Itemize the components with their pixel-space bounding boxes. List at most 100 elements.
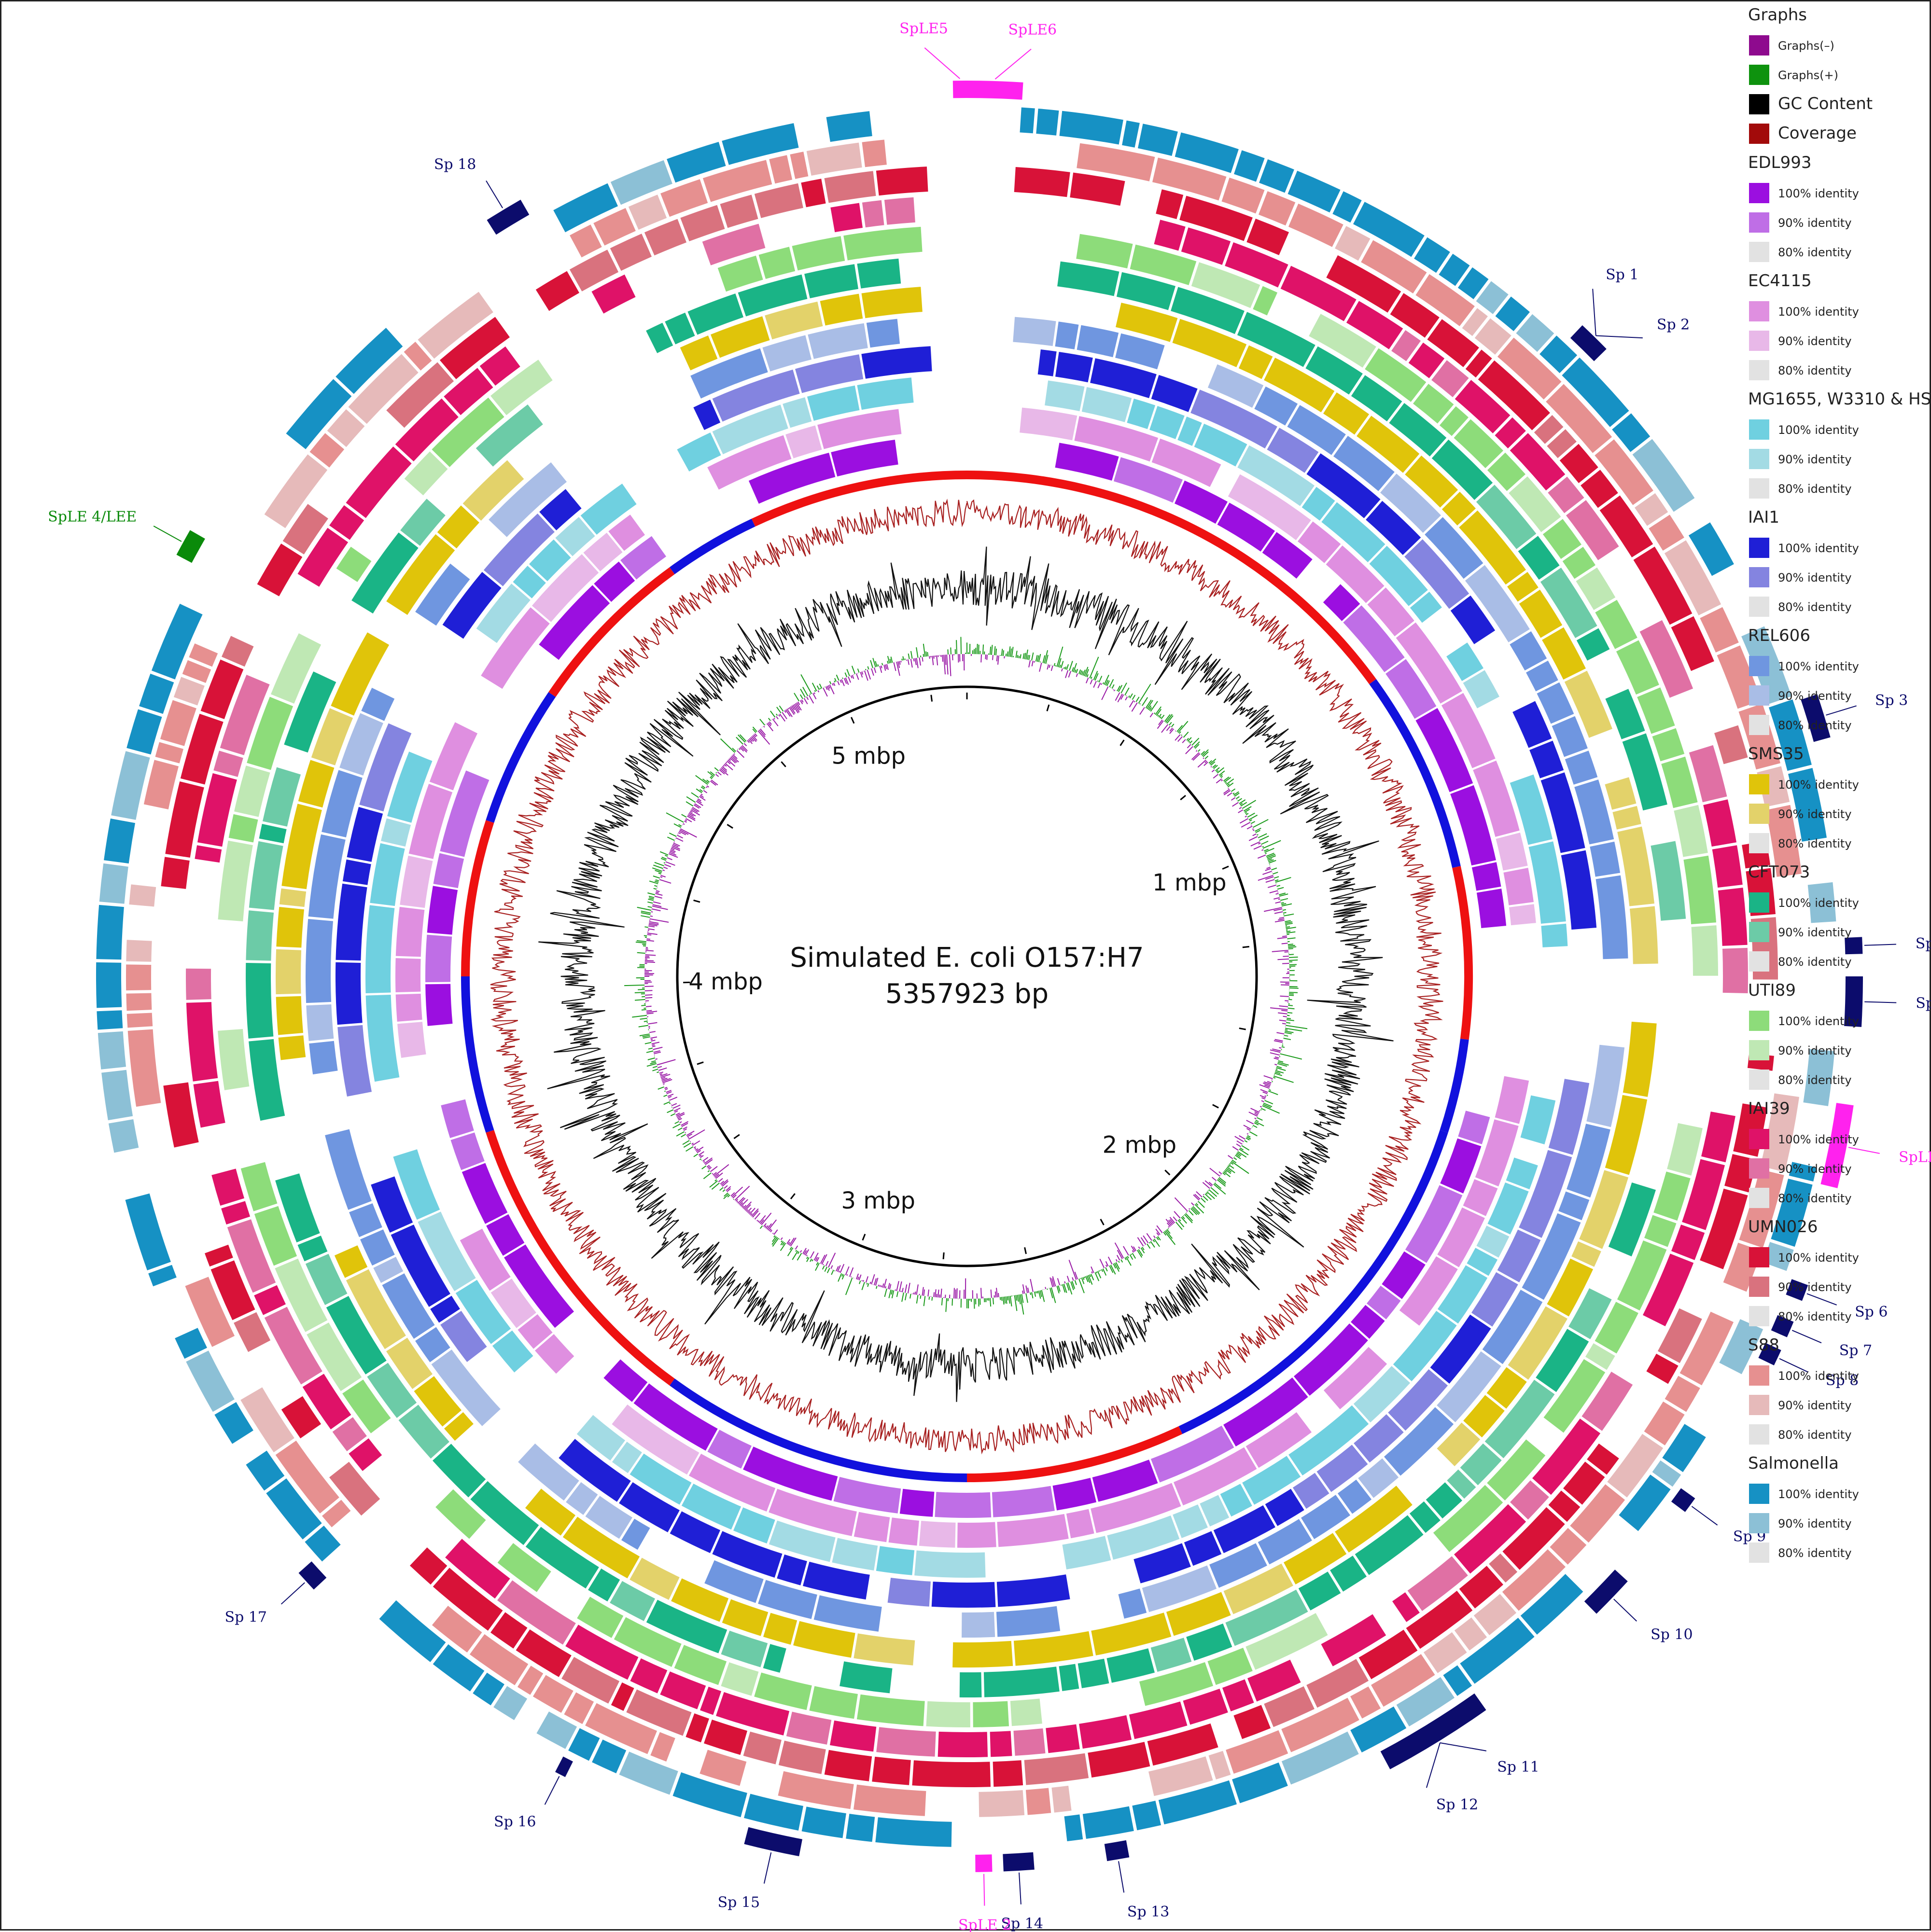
region-leader xyxy=(1614,1599,1637,1621)
ring-segment xyxy=(434,853,464,889)
ring-segment xyxy=(298,760,335,808)
ring-segment xyxy=(346,446,412,518)
ring-segment xyxy=(861,346,932,379)
ring-segment xyxy=(1521,1096,1556,1145)
identity-ring-sms35 xyxy=(276,287,1658,1668)
region-block-sp-10 xyxy=(1584,1570,1628,1614)
ring-segment xyxy=(759,247,796,279)
ring-segment xyxy=(1234,150,1265,181)
ring-segment xyxy=(952,1641,1013,1668)
ring-segment xyxy=(98,1031,126,1070)
legend-swatch xyxy=(1749,65,1769,85)
region-leader xyxy=(1864,1002,1896,1003)
ring-segment xyxy=(1138,124,1178,156)
ring-segment xyxy=(926,1701,970,1727)
scale-tick xyxy=(851,717,854,723)
identity-ring-mg1655-w3310-hs xyxy=(365,377,1567,1578)
ring-segment xyxy=(279,1035,306,1060)
ring-segment xyxy=(536,271,579,311)
ring-segment xyxy=(1175,481,1228,524)
legend-swatch xyxy=(1749,715,1769,735)
ring-segment xyxy=(718,256,763,292)
ring-segment xyxy=(783,397,812,428)
ring-segment xyxy=(1552,716,1588,757)
region-label: SpLE6 xyxy=(1008,22,1057,39)
ring-segment xyxy=(396,994,422,1022)
ring-segment xyxy=(1495,1076,1529,1124)
ring-segment xyxy=(126,993,152,1011)
scale-tick xyxy=(1180,795,1186,800)
ring-segment xyxy=(786,1712,832,1745)
region-leader xyxy=(1848,1147,1880,1154)
legend-label: 100% identity xyxy=(1778,896,1859,910)
region-label: Sp 7 xyxy=(1839,1342,1872,1359)
ring-segment xyxy=(163,1083,198,1148)
ring-segment xyxy=(1701,1112,1735,1162)
ring-segment xyxy=(101,1070,133,1120)
legend-swatch xyxy=(1749,1395,1769,1415)
ring-segment xyxy=(1057,262,1119,296)
ring-segment xyxy=(246,910,274,960)
ring-segment xyxy=(127,1013,153,1028)
ring-segment xyxy=(801,179,826,207)
ring-segment xyxy=(820,294,863,326)
ring-segment xyxy=(1703,799,1736,847)
legend-swatch xyxy=(1749,1484,1769,1504)
ring-segment xyxy=(1667,1123,1703,1176)
ring-segment xyxy=(876,167,928,195)
ring-segment xyxy=(276,996,303,1035)
scale-label: 5 mbp xyxy=(831,742,906,769)
region-label: SpLE5 xyxy=(899,20,948,37)
ring-segment xyxy=(792,236,845,270)
legend-label: 90% identity xyxy=(1778,1044,1852,1057)
ring-segment xyxy=(379,1600,446,1662)
legend-group-title: S88 xyxy=(1748,1335,1779,1355)
region-leader xyxy=(764,1852,771,1883)
scale-tick xyxy=(943,1252,944,1259)
ring-segment xyxy=(1222,178,1265,213)
ring-segment xyxy=(1718,888,1748,946)
region-label: SpLE 1 xyxy=(1899,1149,1931,1166)
ring-segment xyxy=(1038,349,1057,376)
ring-segment xyxy=(1472,862,1501,890)
ring-segment xyxy=(1151,1638,1192,1672)
ring-segment xyxy=(935,1492,991,1518)
scale-tick xyxy=(727,824,733,828)
region-label: Sp 1 xyxy=(1606,266,1638,283)
ring-segment xyxy=(857,1695,925,1726)
region-label: Sp 16 xyxy=(494,1814,536,1831)
ring-segment xyxy=(807,386,860,421)
legend-swatch xyxy=(1749,212,1769,233)
region-block-sple5 xyxy=(953,81,967,98)
region-leader xyxy=(154,526,182,542)
legend-group-title: UTI89 xyxy=(1748,981,1796,1000)
ring-segment xyxy=(425,935,452,983)
ring-segment xyxy=(366,995,400,1082)
ring-segment xyxy=(126,964,151,990)
legend-label: 100% identity xyxy=(1778,542,1859,555)
region-block-sp-9 xyxy=(1671,1488,1695,1512)
ring-segment xyxy=(381,819,411,847)
genome-backbone-circle xyxy=(677,687,1257,1266)
ring-segment xyxy=(900,1489,935,1517)
ring-segment xyxy=(249,841,283,910)
ring-segment xyxy=(1055,321,1079,349)
ring-segment xyxy=(992,1486,1055,1517)
scale-tick xyxy=(694,900,700,902)
ring-segment xyxy=(1122,121,1140,148)
ring-segment xyxy=(973,1701,1009,1727)
strand-segment xyxy=(1452,866,1473,1040)
ring-segment xyxy=(1014,167,1070,197)
ring-segment xyxy=(630,1658,667,1694)
legend-label: 100% identity xyxy=(1778,423,1859,437)
gc-content-track xyxy=(538,547,1393,1402)
legend-swatch xyxy=(1749,804,1769,824)
ring-segment xyxy=(888,1578,931,1607)
legend-label: Graphs(+) xyxy=(1778,69,1838,82)
ring-segment xyxy=(1561,850,1596,930)
legend-swatch xyxy=(1749,1277,1769,1297)
legend-label: 90% identity xyxy=(1778,1399,1852,1412)
ring-segment xyxy=(1020,108,1035,134)
ring-segment xyxy=(425,984,452,1026)
legend-group-title: Graphs xyxy=(1748,5,1807,25)
